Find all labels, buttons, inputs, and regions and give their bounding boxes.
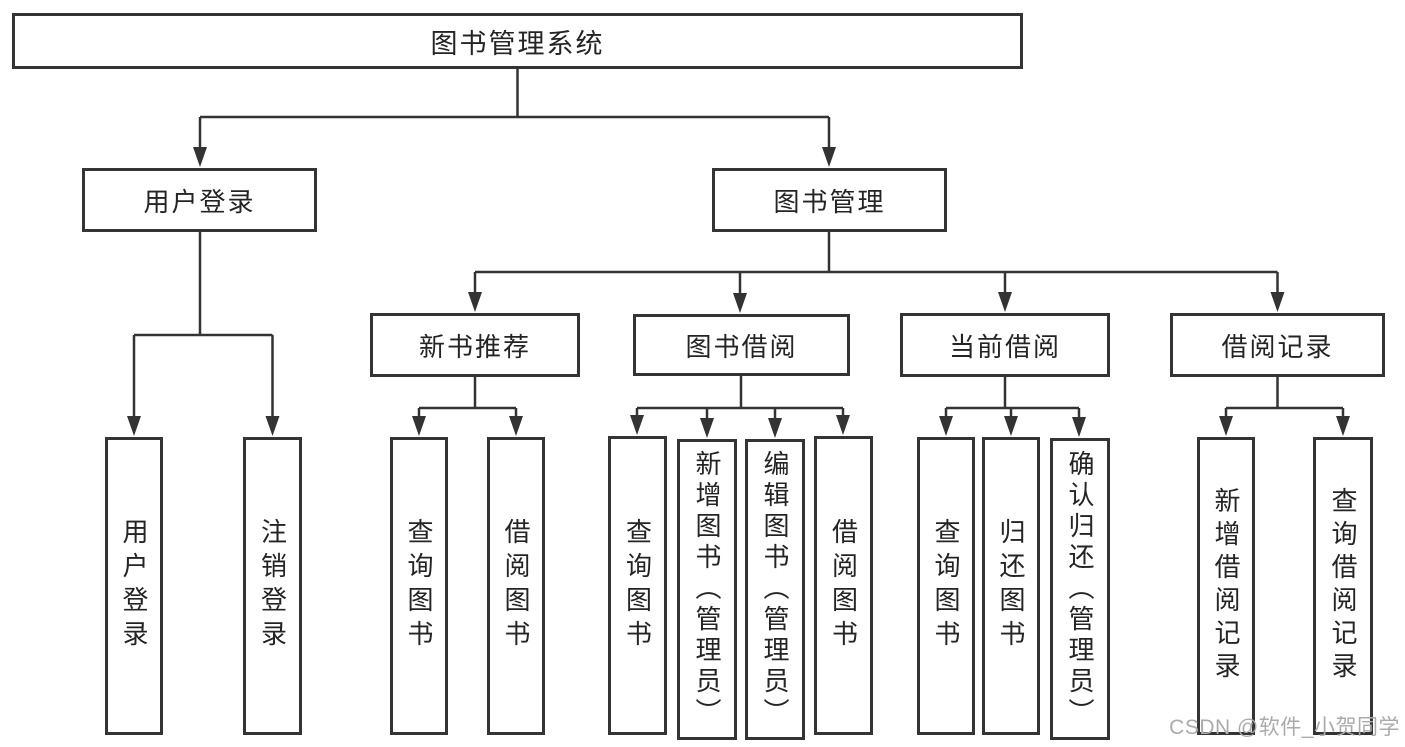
watermark: CSDN @软件_小贺同学 — [1169, 716, 1400, 739]
node-library-system: 图书管理系统 — [12, 13, 1023, 69]
leaf-query-book-borrow-label: 查询图书 — [622, 517, 653, 654]
node-book-borrow: 图书借阅 — [633, 314, 850, 376]
leaf-query-book-current: 查询图书 — [917, 437, 975, 735]
node-new-book-recommend-label: 新书推荐 — [418, 331, 531, 362]
node-library-system-label: 图书管理系统 — [430, 28, 605, 59]
leaf-user-login: 用户登录 — [105, 437, 163, 735]
node-book-borrow-label: 图书借阅 — [685, 331, 798, 362]
leaf-edit-book-admin: 编辑图书（管理员） — [745, 439, 805, 740]
leaf-return-book-label: 归还图书 — [996, 518, 1026, 654]
node-user-login: 用户登录 — [82, 168, 317, 232]
leaf-query-book-borrow: 查询图书 — [608, 436, 667, 735]
leaf-confirm-return-admin-label: 确认归还（管理员） — [1065, 449, 1095, 729]
node-borrow-records-label: 借阅记录 — [1221, 331, 1334, 362]
leaf-borrow-book-recommend-label: 借阅图书 — [501, 518, 531, 654]
leaf-logout: 注销登录 — [243, 437, 302, 735]
leaf-borrow-book-recommend: 借阅图书 — [487, 437, 545, 735]
leaf-return-book: 归还图书 — [982, 437, 1040, 735]
leaf-query-book-current-label: 查询图书 — [931, 518, 961, 654]
leaf-confirm-return-admin: 确认归还（管理员） — [1050, 438, 1110, 740]
leaf-add-book-admin: 新增图书（管理员） — [677, 439, 737, 740]
leaf-query-borrow-record: 查询借阅记录 — [1313, 437, 1373, 735]
node-borrow-records: 借阅记录 — [1170, 313, 1385, 377]
node-user-login-label: 用户登录 — [143, 186, 256, 217]
node-book-management: 图书管理 — [712, 168, 947, 232]
leaf-query-book-recommend-label: 查询图书 — [404, 518, 434, 654]
leaf-add-borrow-record-label: 新增借阅记录 — [1211, 487, 1241, 685]
leaf-query-borrow-record-label: 查询借阅记录 — [1328, 487, 1358, 685]
leaf-borrow-book: 借阅图书 — [814, 436, 873, 735]
node-current-borrow: 当前借阅 — [900, 313, 1110, 377]
node-book-management-label: 图书管理 — [773, 186, 886, 217]
leaf-user-login-label: 用户登录 — [119, 518, 149, 654]
node-new-book-recommend: 新书推荐 — [370, 313, 580, 377]
leaf-add-borrow-record: 新增借阅记录 — [1197, 437, 1255, 735]
leaf-borrow-book-label: 借阅图书 — [828, 517, 859, 654]
node-current-borrow-label: 当前借阅 — [948, 331, 1061, 362]
leaf-add-book-admin-label: 新增图书（管理员） — [692, 450, 722, 729]
leaf-query-book-recommend: 查询图书 — [390, 437, 448, 735]
leaf-logout-label: 注销登录 — [257, 518, 288, 654]
leaf-edit-book-admin-label: 编辑图书（管理员） — [760, 450, 790, 729]
